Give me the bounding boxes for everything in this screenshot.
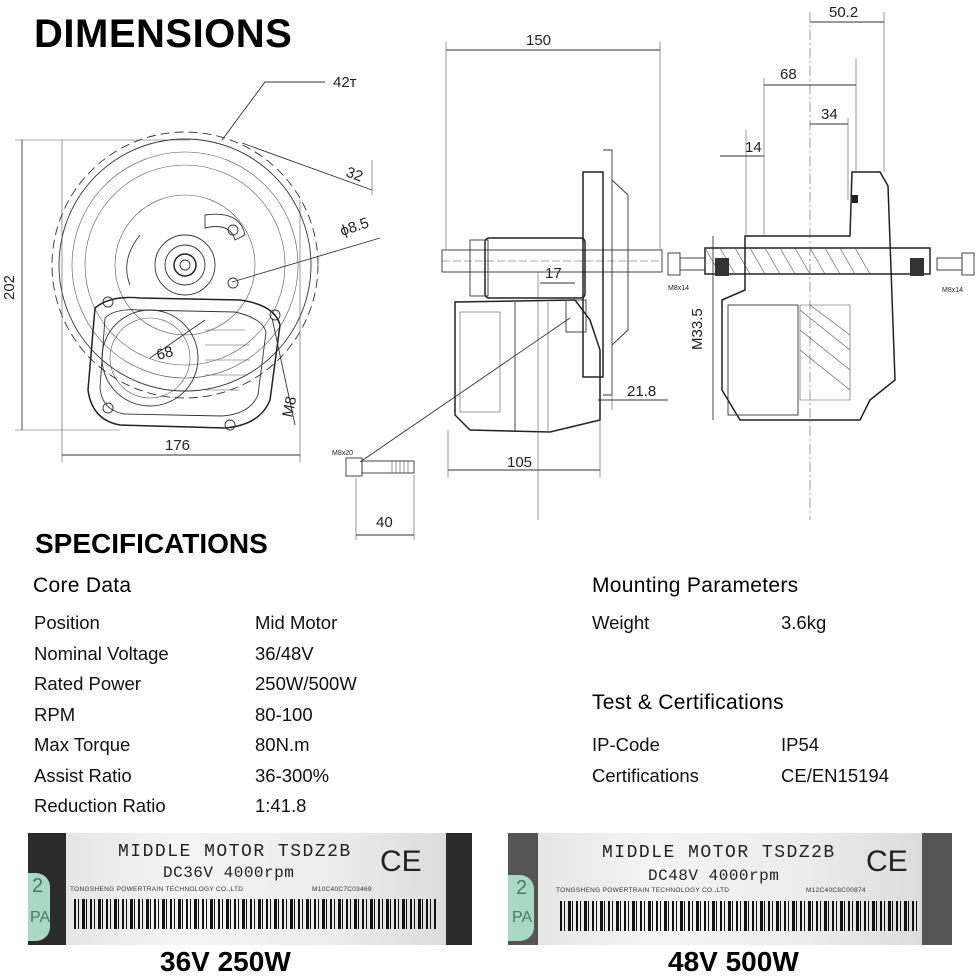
ce-mark-icon: CE <box>380 845 422 878</box>
mounting-parameters-title: Mounting Parameters <box>592 574 799 597</box>
dim-176: 176 <box>165 437 190 454</box>
dim-32: 32 <box>344 164 365 186</box>
spec-label: Position <box>34 612 100 633</box>
front-view <box>15 81 571 540</box>
dim-m33-5: M33.5 <box>689 308 706 350</box>
caption-36v-250w: 36V 250W <box>160 946 291 977</box>
dim-68-motor: 68 <box>155 343 176 364</box>
spec-label: IP-Code <box>592 734 660 755</box>
core-data-title: Core Data <box>33 574 132 597</box>
barcode-icon <box>74 899 436 929</box>
side-view <box>441 42 668 520</box>
dim-17: 17 <box>545 265 562 282</box>
spec-value: IP54 <box>781 734 820 755</box>
spec-value: 80N.m <box>255 734 310 755</box>
motor-label-photo-36v: 2 PA MIDDLE MOTOR TSDZ2B CE DC36V 4000rp… <box>28 833 472 945</box>
dim-105: 105 <box>507 454 532 471</box>
motor-label-photo-48v: 2 PA MIDDLE MOTOR TSDZ2B CE DC48V 4000rp… <box>508 833 952 945</box>
spec-value: CE/EN15194 <box>781 765 889 786</box>
caption-48v-500w: 48V 500W <box>668 946 799 977</box>
label-maker: TONGSHENG POWERTRAIN TECHNOLOGY CO.,LTD <box>556 887 730 894</box>
dim-42t: 42т <box>333 74 357 91</box>
label-rating: DC48V 4000rpm <box>648 867 780 885</box>
dim-phi-8-5: ϕ8.5 <box>338 215 371 240</box>
spec-label: Certifications <box>592 765 699 786</box>
dim-68-side: 68 <box>780 66 797 83</box>
spec-value: Mid Motor <box>255 612 338 633</box>
spec-value: 3.6kg <box>781 612 827 633</box>
dim-m8x14-right: M8x14 <box>942 287 963 294</box>
section-view <box>667 12 975 520</box>
dim-150: 150 <box>526 32 551 49</box>
label-serial: M10C40C7C03469 <box>312 886 372 893</box>
test-certifications-title: Test & Certifications <box>592 691 784 714</box>
specifications-title: SPECIFICATIONS <box>35 528 268 559</box>
dim-14: 14 <box>745 139 762 156</box>
label-model: MIDDLE MOTOR TSDZ2B <box>602 843 836 863</box>
spec-label: Max Torque <box>34 734 131 755</box>
ce-mark-icon: CE <box>866 845 908 878</box>
barcode-icon <box>560 901 918 931</box>
spec-label: Assist Ratio <box>34 765 132 786</box>
spec-label: RPM <box>34 704 76 725</box>
dim-m8x14-left: M8x14 <box>668 285 689 292</box>
dim-m8x20: M8x20 <box>332 450 353 457</box>
label-model: MIDDLE MOTOR TSDZ2B <box>118 842 352 862</box>
spec-label: Rated Power <box>34 673 141 694</box>
spec-value: 36-300% <box>255 765 330 786</box>
spec-value: 250W/500W <box>255 673 357 694</box>
dim-34: 34 <box>821 106 838 123</box>
dimension-drawing: 42т 32 ϕ8.5 202 68 M8 176 M8x20 40 150 1… <box>1 4 975 540</box>
spec-label: Weight <box>592 612 650 633</box>
spec-label: Reduction Ratio <box>34 795 166 816</box>
spec-value: 80-100 <box>255 704 313 725</box>
spec-label: Nominal Voltage <box>34 643 169 664</box>
dim-21-8: 21.8 <box>627 383 656 400</box>
spec-value: 1:41.8 <box>255 795 307 816</box>
spec-value: 36/48V <box>255 643 314 664</box>
dim-50-2: 50.2 <box>829 4 858 21</box>
dim-m8: M8 <box>279 395 300 419</box>
dimensions-title: DIMENSIONS <box>34 12 293 56</box>
label-serial: M12C40C8C00874 <box>806 887 866 894</box>
dim-202: 202 <box>1 275 18 300</box>
label-maker: TONGSHENG POWERTRAIN TECHNOLOGY CO.,LTD <box>70 886 244 893</box>
label-rating: DC36V 4000rpm <box>163 864 295 882</box>
dim-40: 40 <box>376 514 393 531</box>
